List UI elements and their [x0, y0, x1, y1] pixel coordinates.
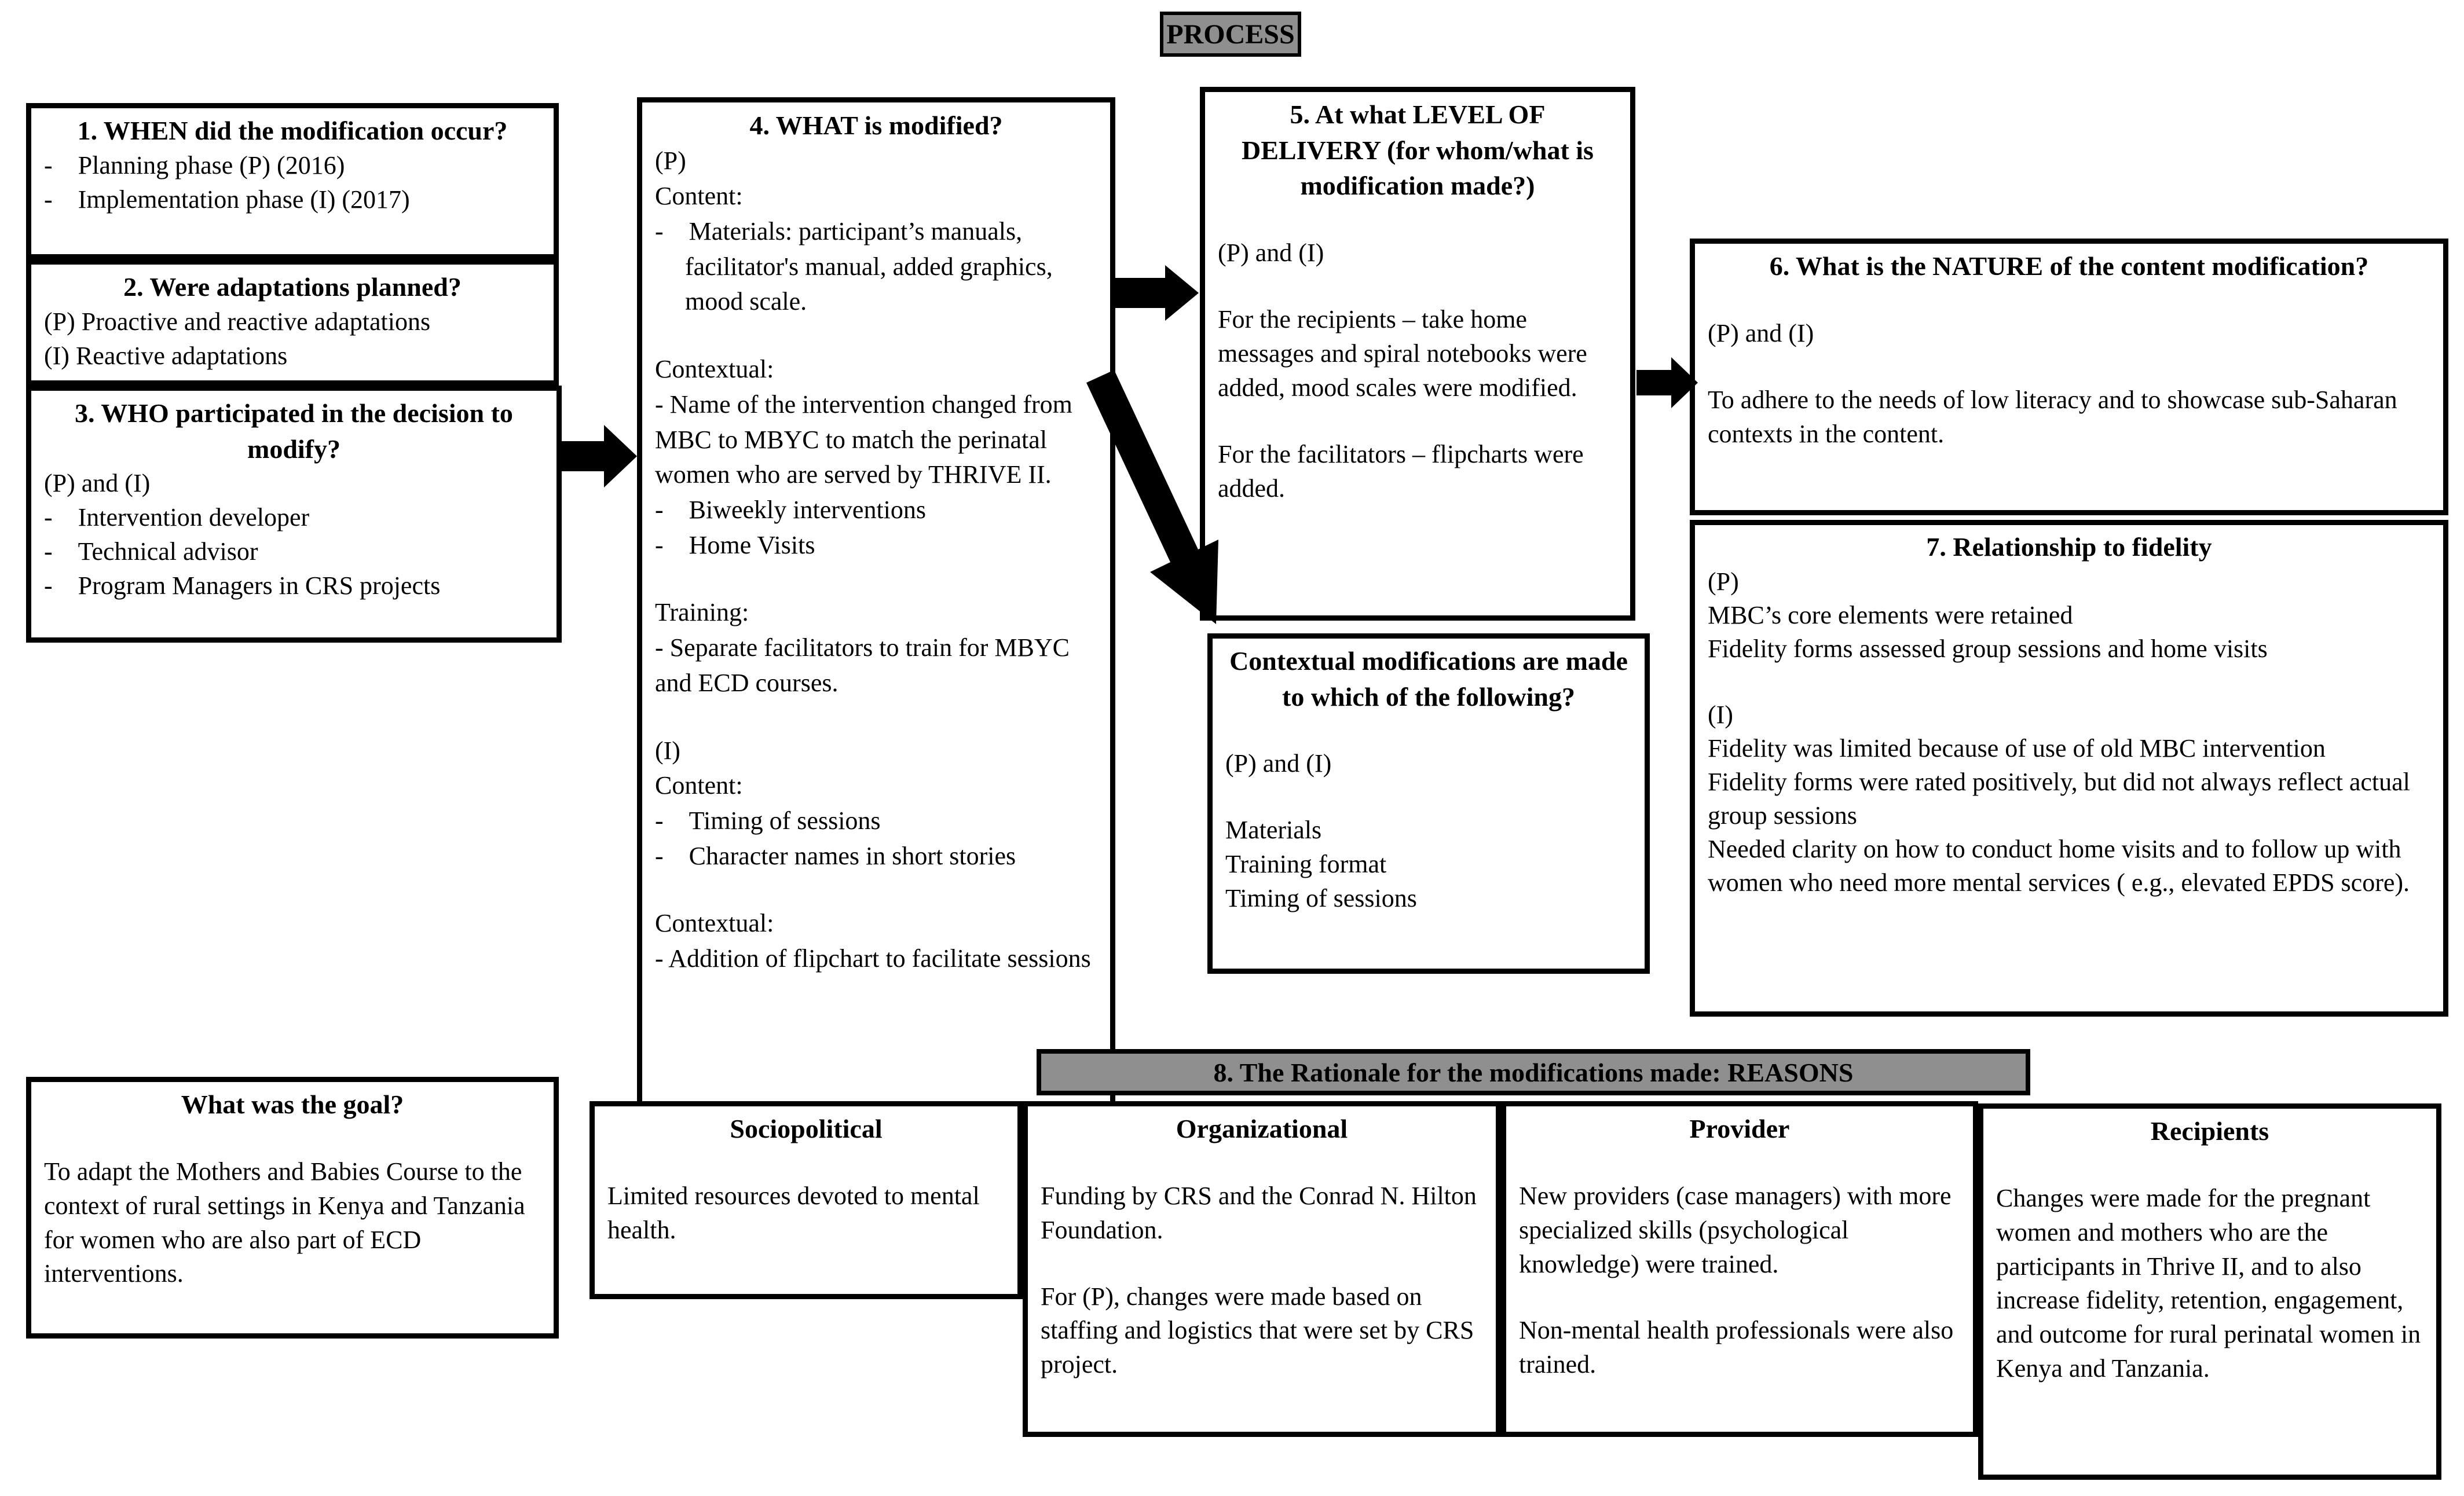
box3-item: - Intervention developer	[44, 503, 310, 532]
ctxbox-line: Materials	[1225, 816, 1322, 845]
box4-title: 4. WHAT is modified?	[749, 111, 1003, 140]
box-nature-of-modification: 6. What is the NATURE of the content mod…	[1690, 239, 2448, 515]
goal-title: What was the goal?	[181, 1090, 404, 1119]
box6-paragraph: To adhere to the needs of low literacy a…	[1708, 385, 2397, 448]
box7-title: 7. Relationship to fidelity	[1926, 532, 2212, 562]
box3-title: 3. WHO participated in the decision to m…	[75, 398, 513, 464]
box-reason-provider: Provider New providers (case managers) w…	[1501, 1101, 1978, 1437]
box4-contextual-item: - Biweekly interventions	[655, 495, 927, 524]
box4-contextual-item: - Name of the intervention changed from …	[655, 390, 1072, 489]
organizational-title: Organizational	[1176, 1114, 1348, 1143]
sociopolitical-paragraph: Limited resources devoted to mental heal…	[607, 1181, 980, 1244]
ctxbox-line: Timing of sessions	[1225, 884, 1417, 913]
box5-subtitle: (P) and (I)	[1218, 238, 1324, 267]
box4-content-label: Content:	[655, 771, 743, 800]
box7-i-label: (I)	[1708, 700, 1733, 729]
box4-content-item: - Materials: participant’s manuals, faci…	[655, 217, 1053, 316]
box7-p-line: Fidelity forms assessed group sessions a…	[1708, 634, 2268, 663]
sociopolitical-title: Sociopolitical	[730, 1114, 883, 1143]
box4-training-label: Training:	[655, 598, 749, 627]
box4-i-label: (I)	[655, 736, 680, 765]
recipients-title: Recipients	[2150, 1116, 2269, 1146]
reasons-header-bar: 8. The Rationale for the modifications m…	[1037, 1049, 2030, 1095]
box6-subtitle: (P) and (I)	[1708, 318, 1814, 347]
box4-contextual-item: - Addition of flipchart to facilitate se…	[655, 944, 1091, 973]
box5-paragraph: For the recipients – take home messages …	[1218, 305, 1587, 402]
box7-i-line: Fidelity was limited because of use of o…	[1708, 734, 2326, 763]
arrow-box4-to-box5	[1111, 265, 1199, 321]
box-what-is-modified: 4. WHAT is modified? (P) Content: - Mate…	[637, 97, 1115, 1108]
box-goal: What was the goal? To adapt the Mothers …	[26, 1077, 559, 1339]
box-contextual-modifications-targets: Contextual modifications are made to whi…	[1207, 633, 1650, 974]
provider-paragraph: New providers (case managers) with more …	[1519, 1181, 1952, 1278]
box4-contextual-label: Contextual:	[655, 355, 774, 384]
box1-item: - Implementation phase (I) (2017)	[44, 185, 410, 214]
process-title: PROCESS	[1160, 12, 1301, 57]
organizational-paragraph: For (P), changes were made based on staf…	[1041, 1282, 1474, 1379]
box3-item: - Technical advisor	[44, 537, 258, 566]
box4-contextual-item: - Home Visits	[655, 530, 815, 559]
box-reason-sociopolitical: Sociopolitical Limited resources devoted…	[590, 1101, 1023, 1299]
box5-paragraph: For the facilitators – flipcharts were a…	[1218, 439, 1584, 503]
ctxbox-title: Contextual modifications are made to whi…	[1229, 646, 1628, 712]
box4-content-item: - Character names in short stories	[655, 841, 1016, 870]
box7-i-line: Needed clarity on how to conduct home vi…	[1708, 835, 2410, 897]
box-level-of-delivery: 5. At what LEVEL OF DELIVERY (for whom/w…	[1200, 87, 1635, 621]
reasons-header-label: 8. The Rationale for the modifications m…	[1213, 1057, 1854, 1087]
process-title-label: PROCESS	[1166, 19, 1295, 50]
box2-title: 2. Were adaptations planned?	[123, 272, 462, 302]
box4-training-item: - Separate facilitators to train for MBY…	[655, 633, 1070, 697]
provider-title: Provider	[1689, 1114, 1790, 1143]
box-were-adaptations-planned: 2. Were adaptations planned? (P) Proacti…	[26, 259, 559, 386]
recipients-paragraph: Changes were made for the pregnant women…	[1996, 1183, 2421, 1383]
box2-line: (P) Proactive and reactive adaptations	[44, 307, 431, 336]
box7-p-line: MBC’s core elements were retained	[1708, 600, 2073, 629]
box-when-modification-occurred: 1. WHEN did the modification occur? - Pl…	[26, 103, 559, 259]
box4-p-label: (P)	[655, 146, 686, 175]
box3-item: - Program Managers in CRS projects	[44, 571, 441, 600]
box5-title: 5. At what LEVEL OF DELIVERY (for whom/w…	[1242, 100, 1594, 201]
box-who-participated: 3. WHO participated in the decision to m…	[26, 386, 562, 643]
provider-paragraph: Non-mental health professionals were als…	[1519, 1316, 1954, 1379]
box6-title: 6. What is the NATURE of the content mod…	[1769, 251, 2369, 281]
ctxbox-subtitle: (P) and (I)	[1225, 749, 1332, 778]
box1-title: 1. WHEN did the modification occur?	[77, 116, 508, 145]
box4-content-item: - Timing of sessions	[655, 806, 881, 835]
box-relationship-to-fidelity: 7. Relationship to fidelity (P) MBC’s co…	[1690, 520, 2448, 1017]
box7-p-label: (P)	[1708, 567, 1739, 596]
ctxbox-line: Training format	[1225, 850, 1387, 879]
box3-subtitle: (P) and (I)	[44, 469, 151, 498]
goal-paragraph: To adapt the Mothers and Babies Course t…	[44, 1157, 525, 1288]
box1-item: - Planning phase (P) (2016)	[44, 151, 345, 179]
organizational-paragraph: Funding by CRS and the Conrad N. Hilton …	[1041, 1181, 1477, 1244]
box4-contextual-label: Contextual:	[655, 909, 774, 938]
arrow-box3-to-box4	[559, 425, 637, 487]
box-reason-recipients: Recipients Changes were made for the pre…	[1978, 1103, 2441, 1480]
box2-line: (I) Reactive adaptations	[44, 341, 288, 370]
box7-i-line: Fidelity forms were rated positively, bu…	[1708, 768, 2410, 830]
box4-content-label: Content:	[655, 182, 743, 211]
box-reason-organizational: Organizational Funding by CRS and the Co…	[1023, 1101, 1501, 1437]
arrow-box5-to-box6	[1636, 357, 1698, 408]
